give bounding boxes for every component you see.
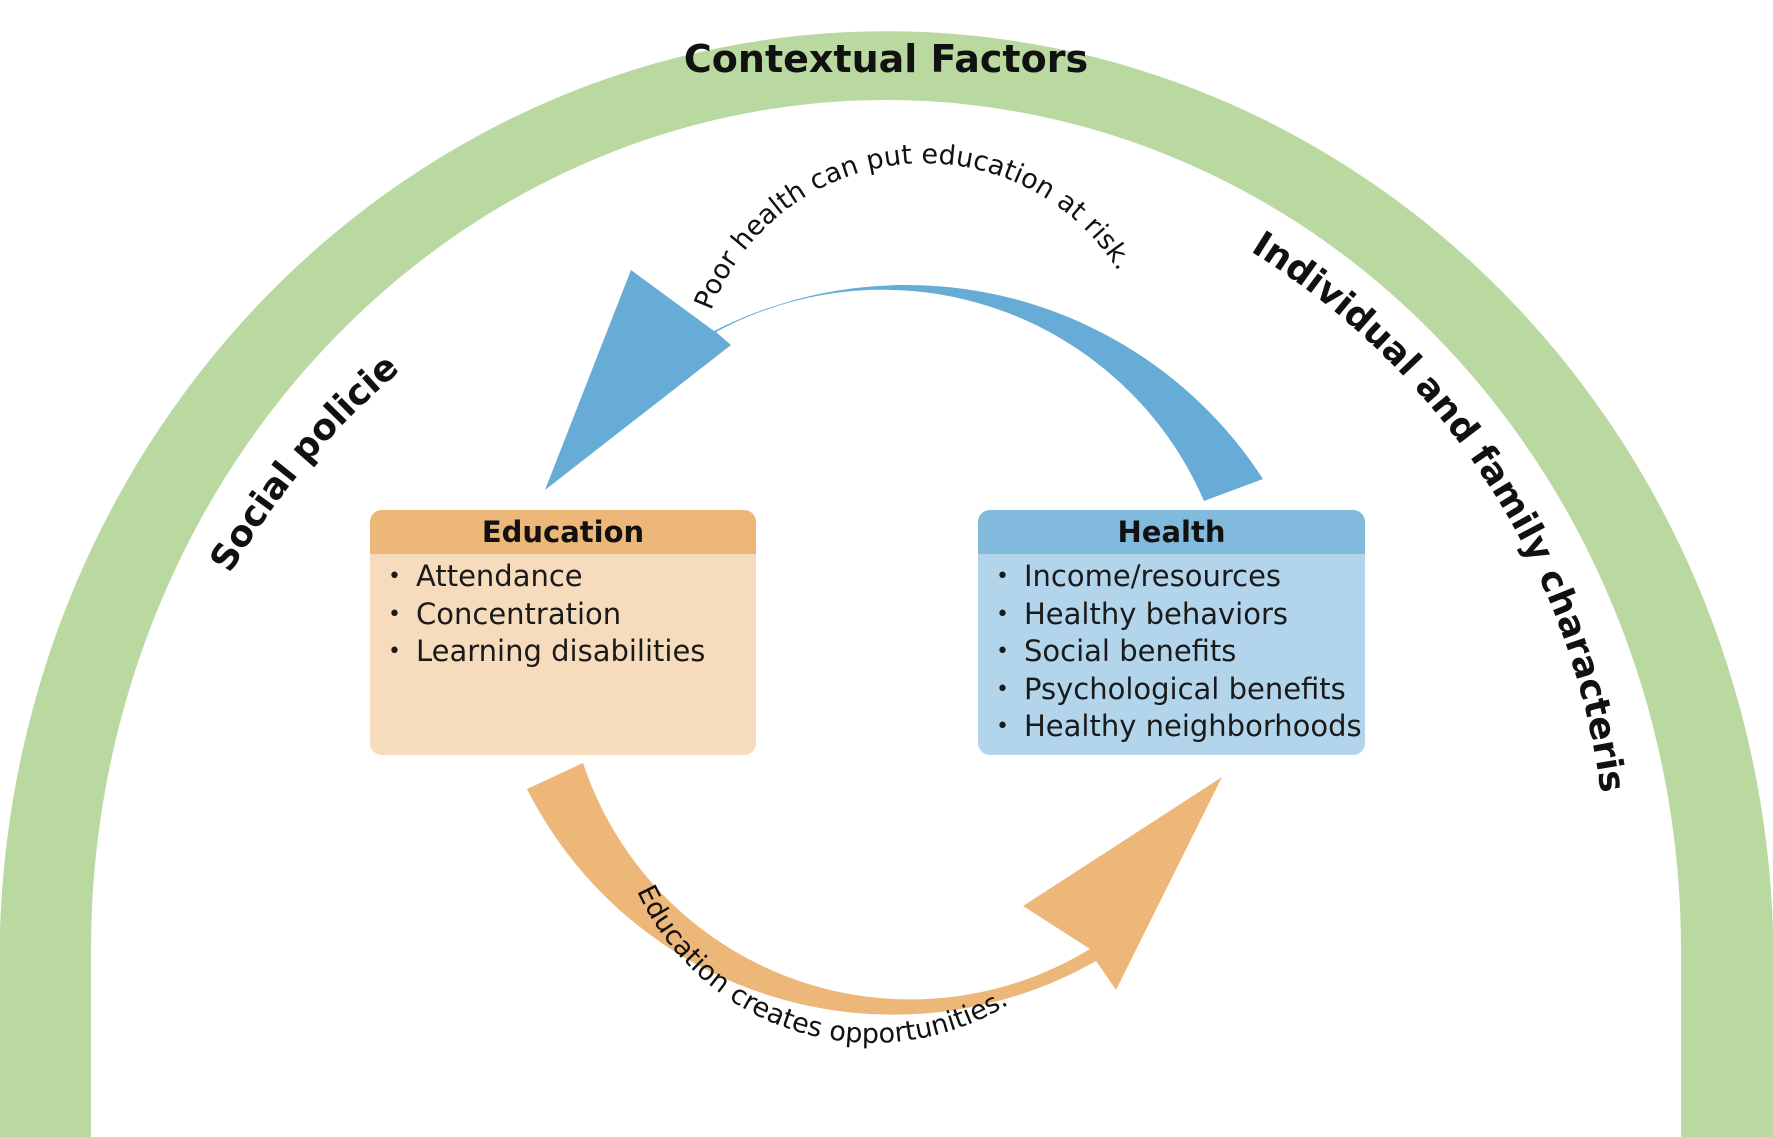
list-item: • Healthy neighborhoods <box>978 708 1365 746</box>
list-item-label: Social benefits <box>1024 634 1237 668</box>
list-item: • Attendance <box>370 558 756 596</box>
health-list: • Income/resources • Healthy behaviors • So… <box>978 554 1365 746</box>
list-item-label: Psychological benefits <box>1024 671 1346 706</box>
list-item-label: Healthy behaviors <box>1024 596 1289 631</box>
bullet-dot-icon: • <box>996 714 1009 739</box>
education-box: Education • Attendance • Concentration • Le… <box>370 510 756 755</box>
list-item: • Income/resources <box>978 558 1365 596</box>
list-item: • Social benefits <box>978 633 1365 671</box>
bullet-dot-icon: • <box>996 601 1009 627</box>
list-item: • Psychological benefits <box>978 671 1365 709</box>
education-list: • Attendance • Concentration • Learning dis… <box>370 554 756 671</box>
list-item-label: Learning disabilities <box>416 634 706 668</box>
bottom-arrow-label: Education creates opportunities. <box>631 880 1013 1050</box>
list-item-label: Attendance <box>416 559 583 593</box>
bullet-dot-icon: • <box>996 564 1009 589</box>
list-item: • Learning disabilities <box>370 633 756 671</box>
bullet-dot-icon: • <box>996 676 1009 702</box>
bullet-dot-icon: • <box>388 564 401 589</box>
list-item: • Healthy behaviors <box>978 596 1365 634</box>
health-box: Health • Income/resources • Healthy behavi… <box>978 510 1365 755</box>
bottom-arrow <box>527 763 1222 1015</box>
top-arrow <box>545 270 1263 501</box>
list-item-label: Income/resources <box>1024 559 1282 593</box>
health-title: Health <box>978 510 1365 554</box>
bullet-dot-icon: • <box>388 601 401 627</box>
list-item: • Concentration <box>370 596 756 634</box>
education-title: Education <box>370 510 756 554</box>
diagram-title: Contextual Factors <box>684 37 1088 81</box>
list-item-label: Concentration <box>416 596 622 631</box>
bullet-dot-icon: • <box>996 639 1009 664</box>
list-item-label: Healthy neighborhoods <box>1024 709 1362 743</box>
bullet-dot-icon: • <box>388 639 401 664</box>
contextual-factors-arch <box>0 31 1773 1137</box>
